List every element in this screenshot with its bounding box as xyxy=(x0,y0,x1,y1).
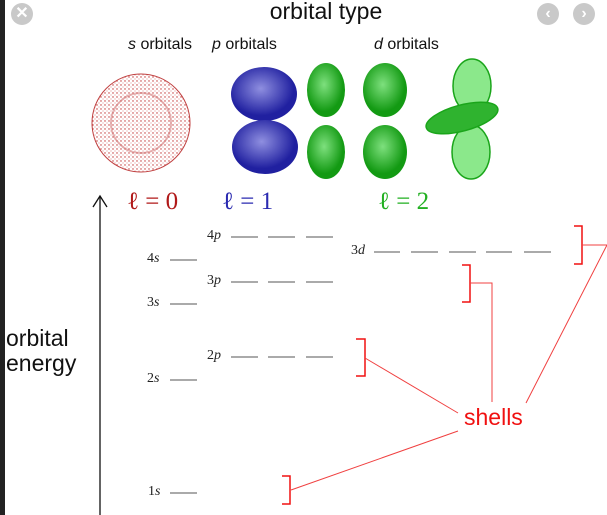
s-orbitals-label: s orbitals xyxy=(128,36,193,53)
shell-connector-lines xyxy=(290,244,607,491)
s-orbital-image xyxy=(91,73,191,173)
l-equals-1-label: ℓ = 1 xyxy=(222,188,274,215)
next-button[interactable]: › xyxy=(573,3,595,25)
energy-level-lines xyxy=(170,236,551,494)
level-2p-label: 2p xyxy=(207,348,221,363)
p-orbital-image xyxy=(231,67,298,174)
d-orbital-cloverleaf-image xyxy=(307,63,407,179)
close-icon: ✕ xyxy=(15,5,29,22)
level-3d-label: 3d xyxy=(351,243,365,258)
diagram-title: orbital type xyxy=(269,0,383,24)
level-2s-label: 2s xyxy=(147,371,160,386)
l-equals-0-label: ℓ = 0 xyxy=(127,188,179,215)
level-4s-label: 4s xyxy=(147,251,160,266)
left-edge xyxy=(0,0,5,515)
level-3p-label: 3p xyxy=(207,273,221,288)
chevron-right-icon: › xyxy=(581,5,587,22)
shells-label: shells xyxy=(464,404,523,430)
p-orbitals-label: p orbitals xyxy=(212,36,277,53)
previous-button[interactable]: ‹ xyxy=(537,3,559,25)
level-4p-label: 4p xyxy=(207,228,221,243)
level-1s-label: 1s xyxy=(148,484,161,499)
shell-brackets xyxy=(282,225,583,505)
energy-axis-arrow xyxy=(92,194,108,515)
close-button[interactable]: ✕ xyxy=(11,3,33,25)
l-equals-2-label: ℓ = 2 xyxy=(378,188,430,215)
chevron-left-icon: ‹ xyxy=(545,5,551,22)
level-3s-label: 3s xyxy=(147,295,160,310)
d-orbital-dz2-image xyxy=(425,58,499,180)
d-orbitals-label: d orbitals xyxy=(374,36,439,53)
